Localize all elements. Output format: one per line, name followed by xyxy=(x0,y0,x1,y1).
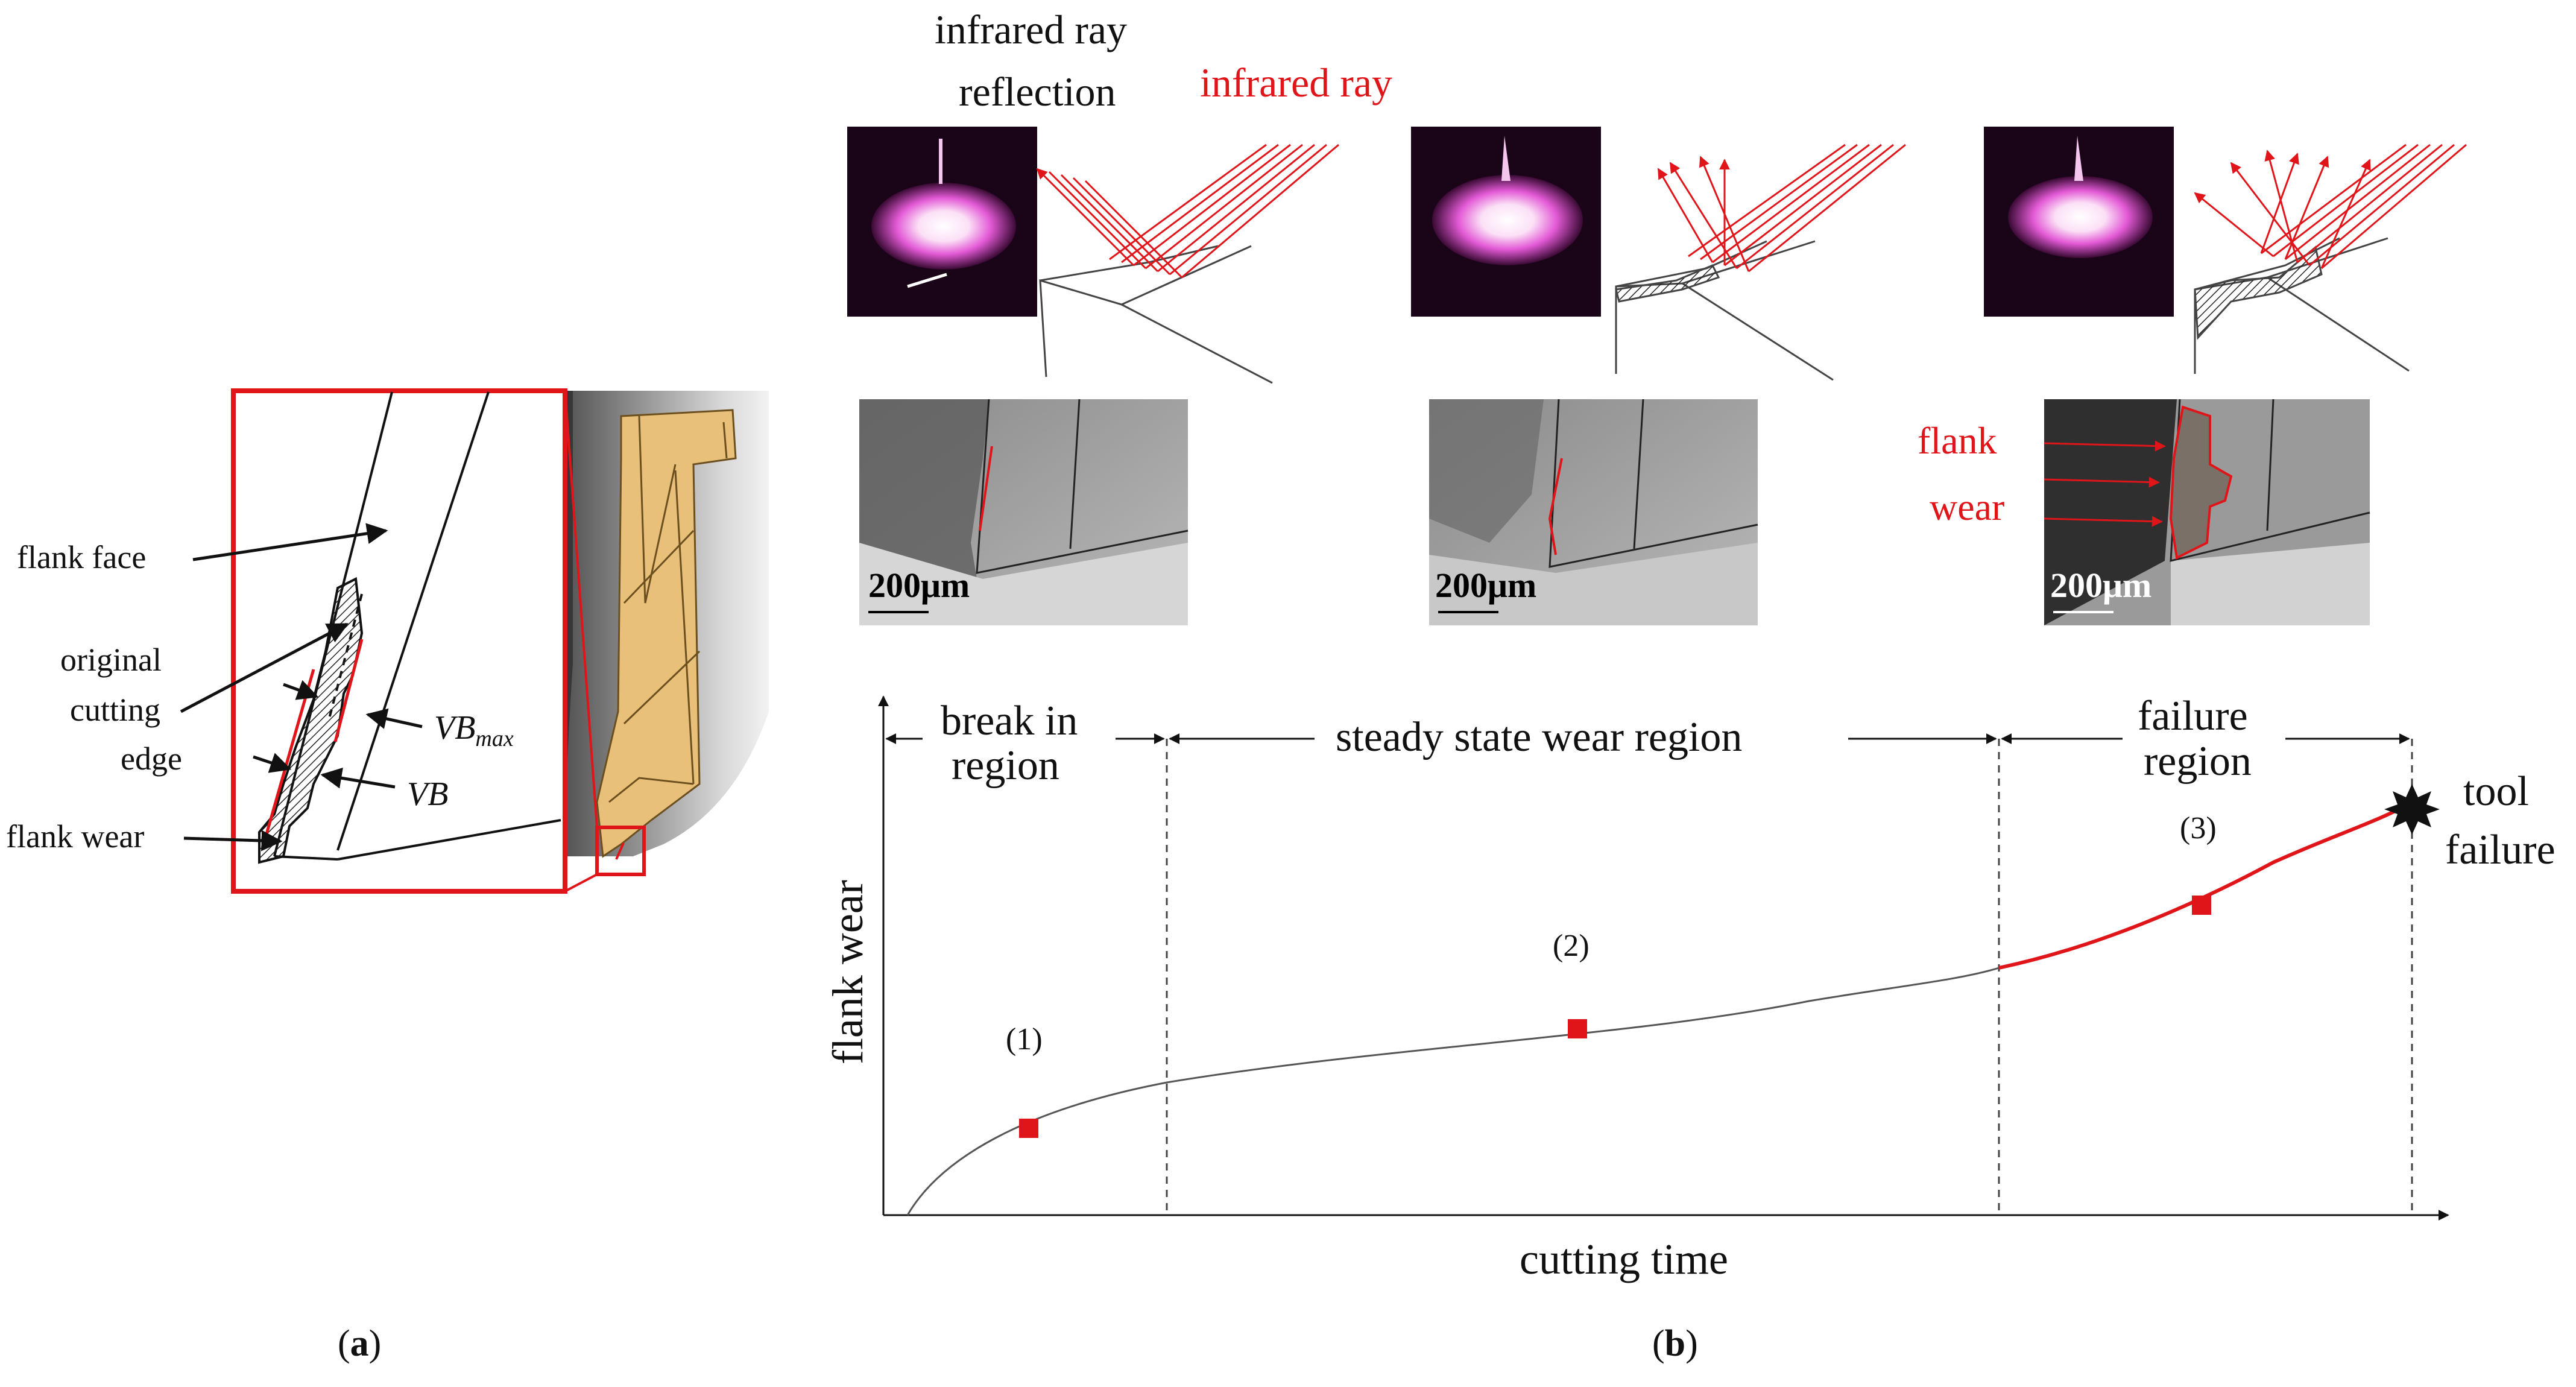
steady-label: steady state wear region xyxy=(1336,714,1742,760)
vb-max-sub: max xyxy=(475,726,513,751)
sem-scale-1: 200μm xyxy=(868,566,970,605)
graph-xlabel: cutting time xyxy=(1520,1235,1728,1283)
vb-max-arrow-right xyxy=(365,708,423,729)
vb-max-main: VB xyxy=(434,709,475,747)
original-edge-arrow xyxy=(180,622,349,713)
flank-wear-label: flank wear xyxy=(6,818,144,855)
sem-image-2: 200μm xyxy=(1429,399,1758,625)
zoom-view-lines xyxy=(258,391,561,864)
sem-image-3: 200μm xyxy=(2044,399,2370,625)
reflection-label-2: reflection xyxy=(959,69,1116,115)
flank-face-label: flank face xyxy=(17,539,146,575)
marker-3 xyxy=(2192,896,2211,915)
panel-b-sem-row: 200μm 200μm 200μm flank wear xyxy=(859,399,2370,625)
failure-label-1: failure xyxy=(2138,693,2248,739)
wear-graph: break in region steady state wear region… xyxy=(824,693,2555,1364)
sem-arrow-2 xyxy=(2044,476,2160,488)
panel-a: flank face original cutting edge flank w… xyxy=(6,388,769,1364)
panel-b-caption: (b) xyxy=(1652,1323,1698,1364)
vb-arrow-left xyxy=(253,753,292,773)
failure-label-2: region xyxy=(2144,738,2252,785)
tool-sketch-1 xyxy=(1039,245,1273,384)
sem-wear-label: wear xyxy=(1930,485,2004,528)
wear-hatch-3 xyxy=(2194,245,2323,340)
marker-label-3: (3) xyxy=(2180,811,2217,845)
ray-lines-2 xyxy=(1657,144,1906,273)
wear-curve xyxy=(906,967,2000,1216)
wear-curve-failure xyxy=(1998,800,2413,970)
sem-flank-label: flank xyxy=(1918,419,1997,462)
vb-max-red-line xyxy=(333,639,364,742)
original-edge-label-2: cutting xyxy=(70,692,160,728)
infrared-photo-3 xyxy=(1984,127,2174,317)
marker-label-2: (2) xyxy=(1553,929,1589,963)
marker-label-1: (1) xyxy=(1006,1022,1043,1057)
flank-wear-arrow xyxy=(183,830,283,851)
vb-label: VB xyxy=(407,776,448,813)
graph-ylabel: flank wear xyxy=(824,880,872,1064)
zoom-line-top xyxy=(564,390,598,828)
original-edge-label-3: edge xyxy=(121,741,182,777)
reflection-label-1: infrared ray xyxy=(935,7,1127,52)
marker-2 xyxy=(1568,1019,1587,1038)
red-edge-mark xyxy=(615,842,625,860)
original-edge-label-1: original xyxy=(60,642,162,678)
tool-failure-label-2: failure xyxy=(2445,827,2555,873)
break-in-label-1: break in xyxy=(941,698,1078,744)
marker-1 xyxy=(1019,1119,1038,1138)
sem-image-1: 200μm xyxy=(859,399,1189,625)
infrared-photo-1 xyxy=(847,127,1037,317)
tool-failure-star-icon xyxy=(2384,784,2440,835)
tool-failure-label-1: tool xyxy=(2463,768,2529,815)
infrared-ray-label: infrared ray xyxy=(1200,60,1392,106)
ray-lines-3 xyxy=(2194,144,2467,270)
infrared-photo-2 xyxy=(1411,127,1601,317)
sem-arrow-1 xyxy=(2044,440,2166,452)
break-in-label-2: region xyxy=(952,742,1059,789)
sem-arrow-3 xyxy=(2044,516,2163,527)
vb-max-arrow-left xyxy=(283,680,319,700)
sem-scale-2: 200μm xyxy=(1435,566,1536,605)
zoom-line-bottom xyxy=(564,873,598,893)
sem-scale-3: 200μm xyxy=(2050,566,2151,605)
panel-b-infrared-row: infrared ray reflection infrared ray xyxy=(847,7,2467,384)
ray-lines-1 xyxy=(1036,144,1339,279)
flank-face-arrow xyxy=(192,523,388,561)
vb-max-label: VBmax xyxy=(434,709,514,751)
zoom-source-box xyxy=(595,826,646,876)
wear-hatch-2 xyxy=(1615,264,1720,303)
vb-arrow-right xyxy=(320,767,396,789)
panel-a-caption: (a) xyxy=(338,1323,381,1364)
